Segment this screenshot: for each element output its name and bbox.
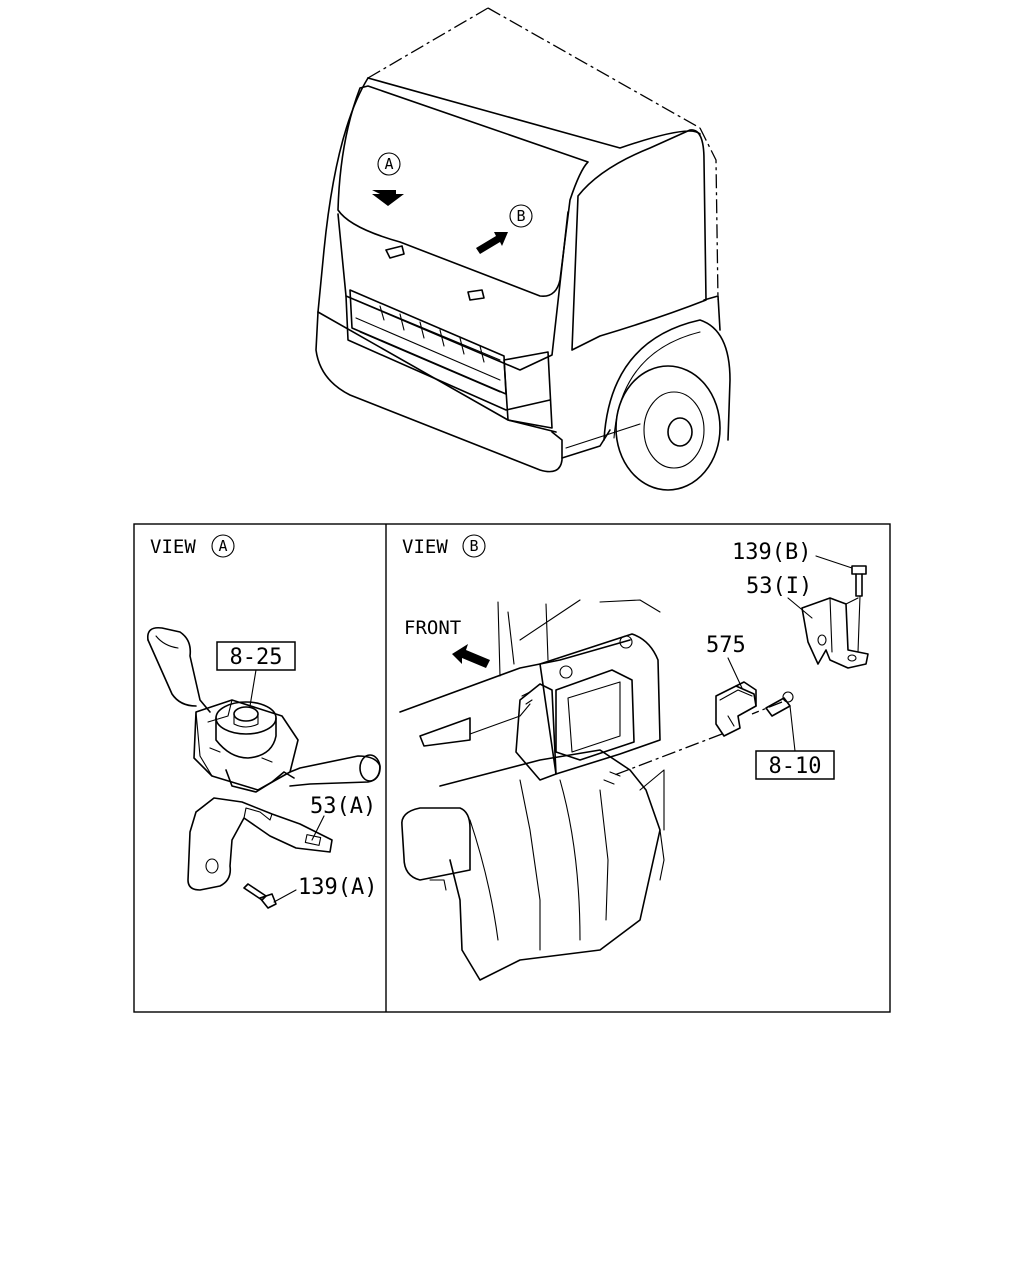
part-53a-leader xyxy=(311,815,325,841)
screw-centerline xyxy=(751,701,783,715)
callout-b-circle xyxy=(509,204,533,228)
front-arrow-icon xyxy=(452,644,490,668)
view-a-title: VIEW xyxy=(150,536,196,558)
part-139a-leader xyxy=(273,889,297,903)
combination-switch-drawing xyxy=(146,626,381,793)
part-139b-label: 139(B) xyxy=(732,540,811,565)
view-a-callout-label: A xyxy=(218,537,227,555)
truck-cab-illustration: A B xyxy=(315,7,731,491)
view-a-callout-circle xyxy=(211,534,235,558)
screw-drawing xyxy=(765,691,794,717)
arrow-b-icon xyxy=(476,232,508,254)
ref-8-25-leader xyxy=(249,669,257,707)
part-139b-leader xyxy=(815,555,853,569)
bolt-139b-axis xyxy=(857,595,861,653)
view-b-title: VIEW xyxy=(402,536,448,558)
part-53i-label: 53(I) xyxy=(746,574,812,599)
view-a-panel: VIEW A 8-25 xyxy=(146,534,381,909)
part-139a-label: 139(A) xyxy=(298,875,377,900)
view-b-callout-circle xyxy=(462,534,486,558)
callout-a-circle xyxy=(377,152,401,176)
ref-8-10-label: 8-10 xyxy=(769,754,822,779)
part-575-label: 575 xyxy=(706,633,746,658)
ref-8-25-label: 8-25 xyxy=(230,645,283,670)
callout-a-label: A xyxy=(384,155,393,173)
sensor-bracket-575-drawing xyxy=(715,681,757,737)
mount-centerline xyxy=(611,733,723,777)
part-53i-leader xyxy=(787,597,813,619)
engine-ecu-drawing xyxy=(399,599,665,981)
part-53a-label: 53(A) xyxy=(310,794,376,819)
bolt-139b-drawing xyxy=(851,565,867,597)
view-b-panel: VIEW B FRONT xyxy=(399,534,869,981)
view-b-callout-label: B xyxy=(469,537,478,555)
arrow-a-icon xyxy=(372,190,404,206)
part-575-leader xyxy=(727,657,743,689)
ref-8-10-leader xyxy=(789,705,796,752)
bolt-139a-drawing xyxy=(243,883,277,909)
views-frame xyxy=(133,523,891,1013)
callout-b-label: B xyxy=(516,207,525,225)
bracket-53i-drawing xyxy=(801,597,869,669)
front-label: FRONT xyxy=(404,617,461,639)
